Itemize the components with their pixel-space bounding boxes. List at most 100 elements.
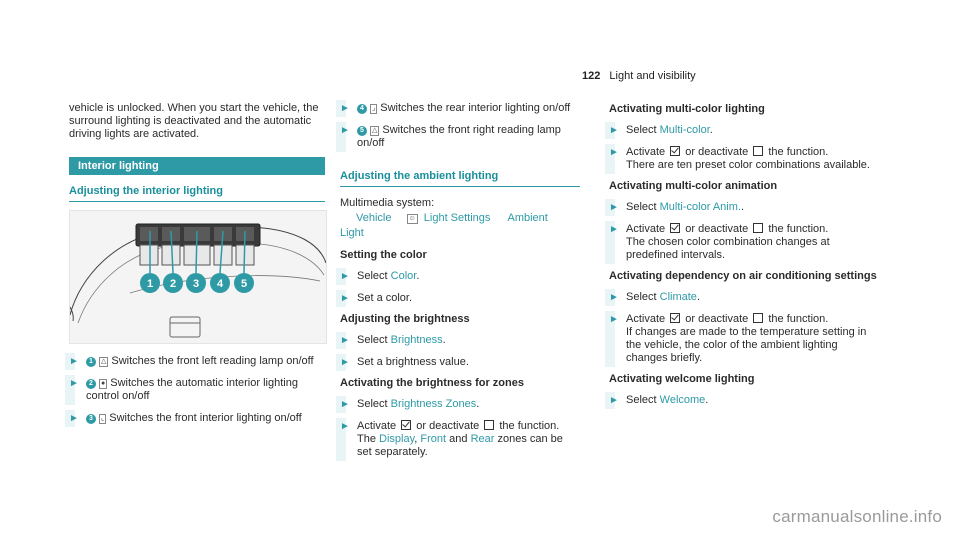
step-select-climate: ► Select Climate. [605,289,879,306]
step-text: . [476,398,480,410]
step-front-left-reading-lamp: ► 1△Switches the front left reading lamp… [65,353,325,370]
climate-heading: Activating dependency on air conditionin… [609,270,877,282]
step-select-welcome: ► Select Welcome. [605,392,879,409]
path-light[interactable]: Light [340,227,364,239]
welcome-link[interactable]: Welcome [659,394,706,406]
arrow-icon: ► [340,293,350,304]
step-text: Activate [626,146,666,158]
column-1: vehicle is unlocked. When you start the … [65,102,327,427]
color-link[interactable]: Color [390,270,417,282]
callout-4-label: 4 [217,278,224,290]
step-set-color: ► Set a color. [336,290,580,307]
setting-color-heading: Setting the color [340,249,427,261]
callout-3: 3 [186,273,206,293]
step-text: Activate [357,420,397,432]
step-text: . [696,291,700,303]
brightness-zones-link[interactable]: Brightness Zones [390,398,477,410]
section-title: Interior lighting [78,160,159,172]
unchecked-checkbox-icon [484,420,495,430]
step-text: or deactivate [685,146,749,158]
brightness-link[interactable]: Brightness [390,334,443,346]
note-text: , [414,433,421,445]
arrow-icon: ► [340,399,350,410]
step-activate-animation: ► Activate or deactivate the function. T… [605,221,879,264]
callout-1-label: 1 [147,278,153,290]
step-text: . [442,334,446,346]
step-front-interior-lighting: ► 3⌞Switches the front interior lighting… [65,410,325,427]
number-badge: 5 [357,126,367,136]
arrow-icon: ► [69,378,79,389]
page-header: 122 Light and visibility [582,70,696,82]
step-select-brightness: ► Select Brightness. [336,332,580,349]
callout-5-label: 5 [241,278,247,290]
note-text: If changes are made to the temperature s… [626,326,867,364]
zones-heading: Activating the brightness for zones [340,377,524,389]
front-interior-light-icon: ⌞ [99,414,107,424]
step-text: Switches the rear interior lighting on/o… [380,102,571,114]
callout-2: 2 [163,273,183,293]
callout-4: 4 [210,273,230,293]
arrow-icon: ► [609,395,619,406]
step-text: Select [357,270,391,282]
arrow-icon: ► [609,314,619,325]
arrow-icon: ► [69,356,79,367]
welcome-heading: Activating welcome lighting [609,373,755,385]
step-select-animation: ► Select Multi-color Anim.. [605,199,879,216]
checked-checkbox-icon [670,223,681,233]
step-set-brightness: ► Set a brightness value. [336,354,580,371]
multicolor-link[interactable]: Multi-color [659,124,710,136]
reading-lamp-icon: △ [370,126,380,136]
front-link[interactable]: Front [420,433,447,445]
step-text: Select [357,398,391,410]
climate-link[interactable]: Climate [659,291,697,303]
step-text: . [705,394,709,406]
step-text: Activate [626,223,666,235]
arrow-icon: ► [340,103,350,114]
step-activate-zones: ► Activate or deactivate the function. T… [336,418,580,461]
intro-paragraph: vehicle is unlocked. When you start the … [69,102,319,140]
step-text: Select [626,394,660,406]
step-text: . [740,201,744,213]
step-text: Activate [626,313,666,325]
step-text: Select [626,201,660,213]
step-automatic-interior-lighting: ► 2●Switches the automatic interior ligh… [65,375,325,405]
seat-light-icon: ☺ [406,214,418,224]
path-vehicle[interactable]: Vehicle [356,212,392,224]
multicolor-anim-link[interactable]: Multi-color Anim. [659,201,741,213]
step-text: . [416,270,420,282]
note-text: and [446,433,471,445]
note-text: The [357,433,380,445]
step-text: . [709,124,713,136]
step-text: the function. [499,420,560,432]
checked-checkbox-icon [670,313,681,323]
arrow-icon: ► [609,125,619,136]
number-badge: 3 [86,414,96,424]
arrow-icon: ► [340,271,350,282]
path-ambient[interactable]: Ambient [507,212,548,224]
checked-checkbox-icon [670,146,681,156]
section-title-bar: Interior lighting [69,157,325,175]
step-select-brightness-zones: ► Select Brightness Zones. [336,396,580,413]
number-badge: 4 [357,104,367,114]
note-text: zones can be set separately. [357,433,563,458]
step-text: Select [626,291,660,303]
rear-link[interactable]: Rear [470,433,495,445]
number-badge: 1 [86,357,96,367]
step-select-color: ► Select Color. [336,268,580,285]
section-name: Light and visibility [609,70,696,82]
display-link[interactable]: Display [379,433,415,445]
path-light-settings[interactable]: Light Settings [423,212,491,224]
menu-path: Vehicle ☺ Light Settings Ambient [340,212,580,225]
step-activate-multicolor: ► Activate or deactivate the function. T… [605,144,879,174]
unchecked-checkbox-icon [753,223,764,233]
note-text: There are ten preset color combinations … [626,159,870,171]
subsection-title: Adjusting the interior lighting [69,185,325,202]
arrow-icon: ► [609,224,619,235]
note-text: The chosen color combination changes at … [626,236,830,261]
unchecked-checkbox-icon [753,313,764,323]
callout-3-label: 3 [193,278,199,290]
step-text: Switches the front left reading lamp on/… [111,355,314,367]
step-text: Switches the front right reading lamp on… [357,124,561,149]
arrow-icon: ► [609,202,619,213]
callout-5: 5 [234,273,254,293]
